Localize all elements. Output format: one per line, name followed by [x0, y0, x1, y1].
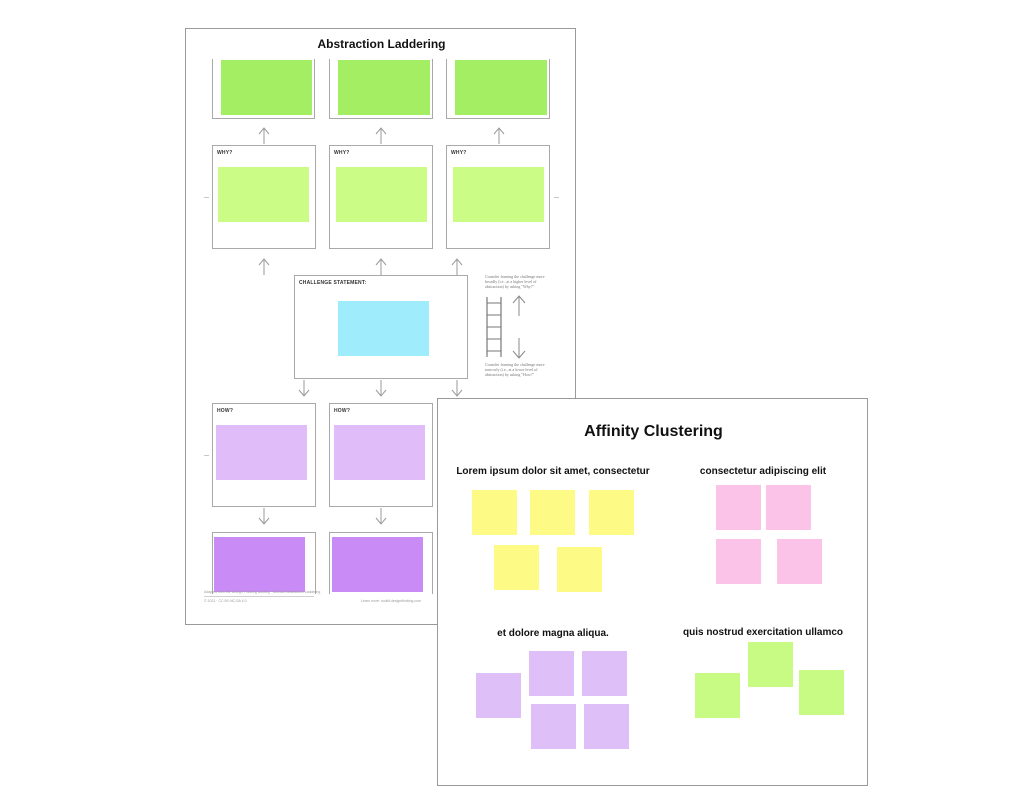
sticky-note-pink[interactable] — [716, 485, 761, 530]
sticky-note-yellow[interactable] — [530, 490, 575, 535]
sticky-note-yellow[interactable] — [557, 547, 602, 592]
top-frame-2 — [329, 59, 433, 119]
sticky-note-lavender[interactable] — [531, 704, 576, 749]
sticky-note-yellow[interactable] — [494, 545, 539, 590]
arrow-up-icon — [512, 295, 526, 316]
sticky-note-why-3[interactable] — [453, 167, 544, 222]
hint-down-text: Consider framing the challenge more narr… — [485, 362, 545, 377]
footer-license: © 2021 · CC BY-NC-SA 4.0 — [204, 599, 247, 603]
abstraction-laddering-board[interactable]: Abstraction Laddering WHY? WHY? WHY? CHA… — [185, 28, 576, 625]
sticky-note-top-2[interactable] — [338, 60, 430, 115]
cluster-heading-2: consectetur adipiscing elit — [699, 466, 827, 477]
cluster-heading-3: et dolore magna aliqua. — [497, 628, 609, 639]
sticky-note-why-1[interactable] — [218, 167, 309, 222]
sticky-note-green[interactable] — [748, 642, 793, 687]
arrow-down-icon — [298, 380, 310, 397]
footer-rule — [204, 596, 314, 597]
top-frame-1 — [212, 59, 315, 119]
arrow-up-icon — [375, 258, 387, 275]
sticky-note-lavender[interactable] — [529, 651, 574, 696]
how-label: HOW? — [217, 408, 234, 414]
bottom-frame-1 — [212, 532, 316, 594]
side-tick-mark — [554, 197, 559, 198]
sticky-note-challenge[interactable] — [338, 301, 429, 356]
why-label: WHY? — [217, 150, 233, 156]
affinity-clustering-board[interactable]: Affinity Clustering Lorem ipsum dolor si… — [437, 398, 868, 786]
sticky-note-yellow[interactable] — [589, 490, 634, 535]
challenge-statement-label: CHALLENGE STATEMENT: — [299, 280, 367, 286]
sticky-note-lavender[interactable] — [476, 673, 521, 718]
arrow-down-icon — [258, 508, 270, 525]
sticky-note-green[interactable] — [695, 673, 740, 718]
footer-credit: Adapted from the Design Thinking Bootleg… — [204, 590, 321, 594]
arrow-down-icon — [512, 338, 526, 359]
sticky-note-pink[interactable] — [766, 485, 811, 530]
arrow-up-icon — [258, 127, 270, 144]
sticky-note-bottom-2[interactable] — [332, 537, 423, 592]
arrow-down-icon — [451, 380, 463, 397]
footer-link[interactable]: Learn more: toolkit.designthinking.com — [361, 599, 421, 603]
arrow-up-icon — [451, 258, 463, 275]
sticky-note-lavender[interactable] — [582, 651, 627, 696]
why-label: WHY? — [451, 150, 467, 156]
how-label: HOW? — [334, 408, 351, 414]
sticky-note-how-2[interactable] — [334, 425, 425, 480]
affinity-title: Affinity Clustering — [584, 423, 723, 440]
sticky-note-yellow[interactable] — [472, 490, 517, 535]
arrow-up-icon — [375, 127, 387, 144]
sticky-note-how-1[interactable] — [216, 425, 307, 480]
sticky-note-why-2[interactable] — [336, 167, 427, 222]
sticky-note-pink[interactable] — [716, 539, 761, 584]
why-label: WHY? — [334, 150, 350, 156]
hint-up-text: Consider framing the challenge more broa… — [485, 274, 545, 289]
arrow-up-icon — [493, 127, 505, 144]
top-frame-3 — [446, 59, 550, 119]
ladder-title: Abstraction Laddering — [317, 37, 446, 51]
sticky-note-lavender[interactable] — [584, 704, 629, 749]
side-tick-mark — [204, 455, 209, 456]
arrow-down-icon — [375, 380, 387, 397]
side-tick-mark — [204, 197, 209, 198]
sticky-note-bottom-1[interactable] — [214, 537, 305, 592]
cluster-heading-1: Lorem ipsum dolor sit amet, consectetur — [456, 466, 650, 477]
arrow-down-icon — [375, 508, 387, 525]
ladder-icon — [486, 297, 502, 357]
cluster-heading-4: quis nostrud exercitation ullamco — [682, 627, 844, 638]
bottom-frame-2 — [329, 532, 433, 594]
sticky-note-pink[interactable] — [777, 539, 822, 584]
sticky-note-top-1[interactable] — [221, 60, 312, 115]
arrow-up-icon — [258, 258, 270, 275]
challenge-statement-box: CHALLENGE STATEMENT: — [294, 275, 468, 379]
sticky-note-green[interactable] — [799, 670, 844, 715]
sticky-note-top-3[interactable] — [455, 60, 547, 115]
